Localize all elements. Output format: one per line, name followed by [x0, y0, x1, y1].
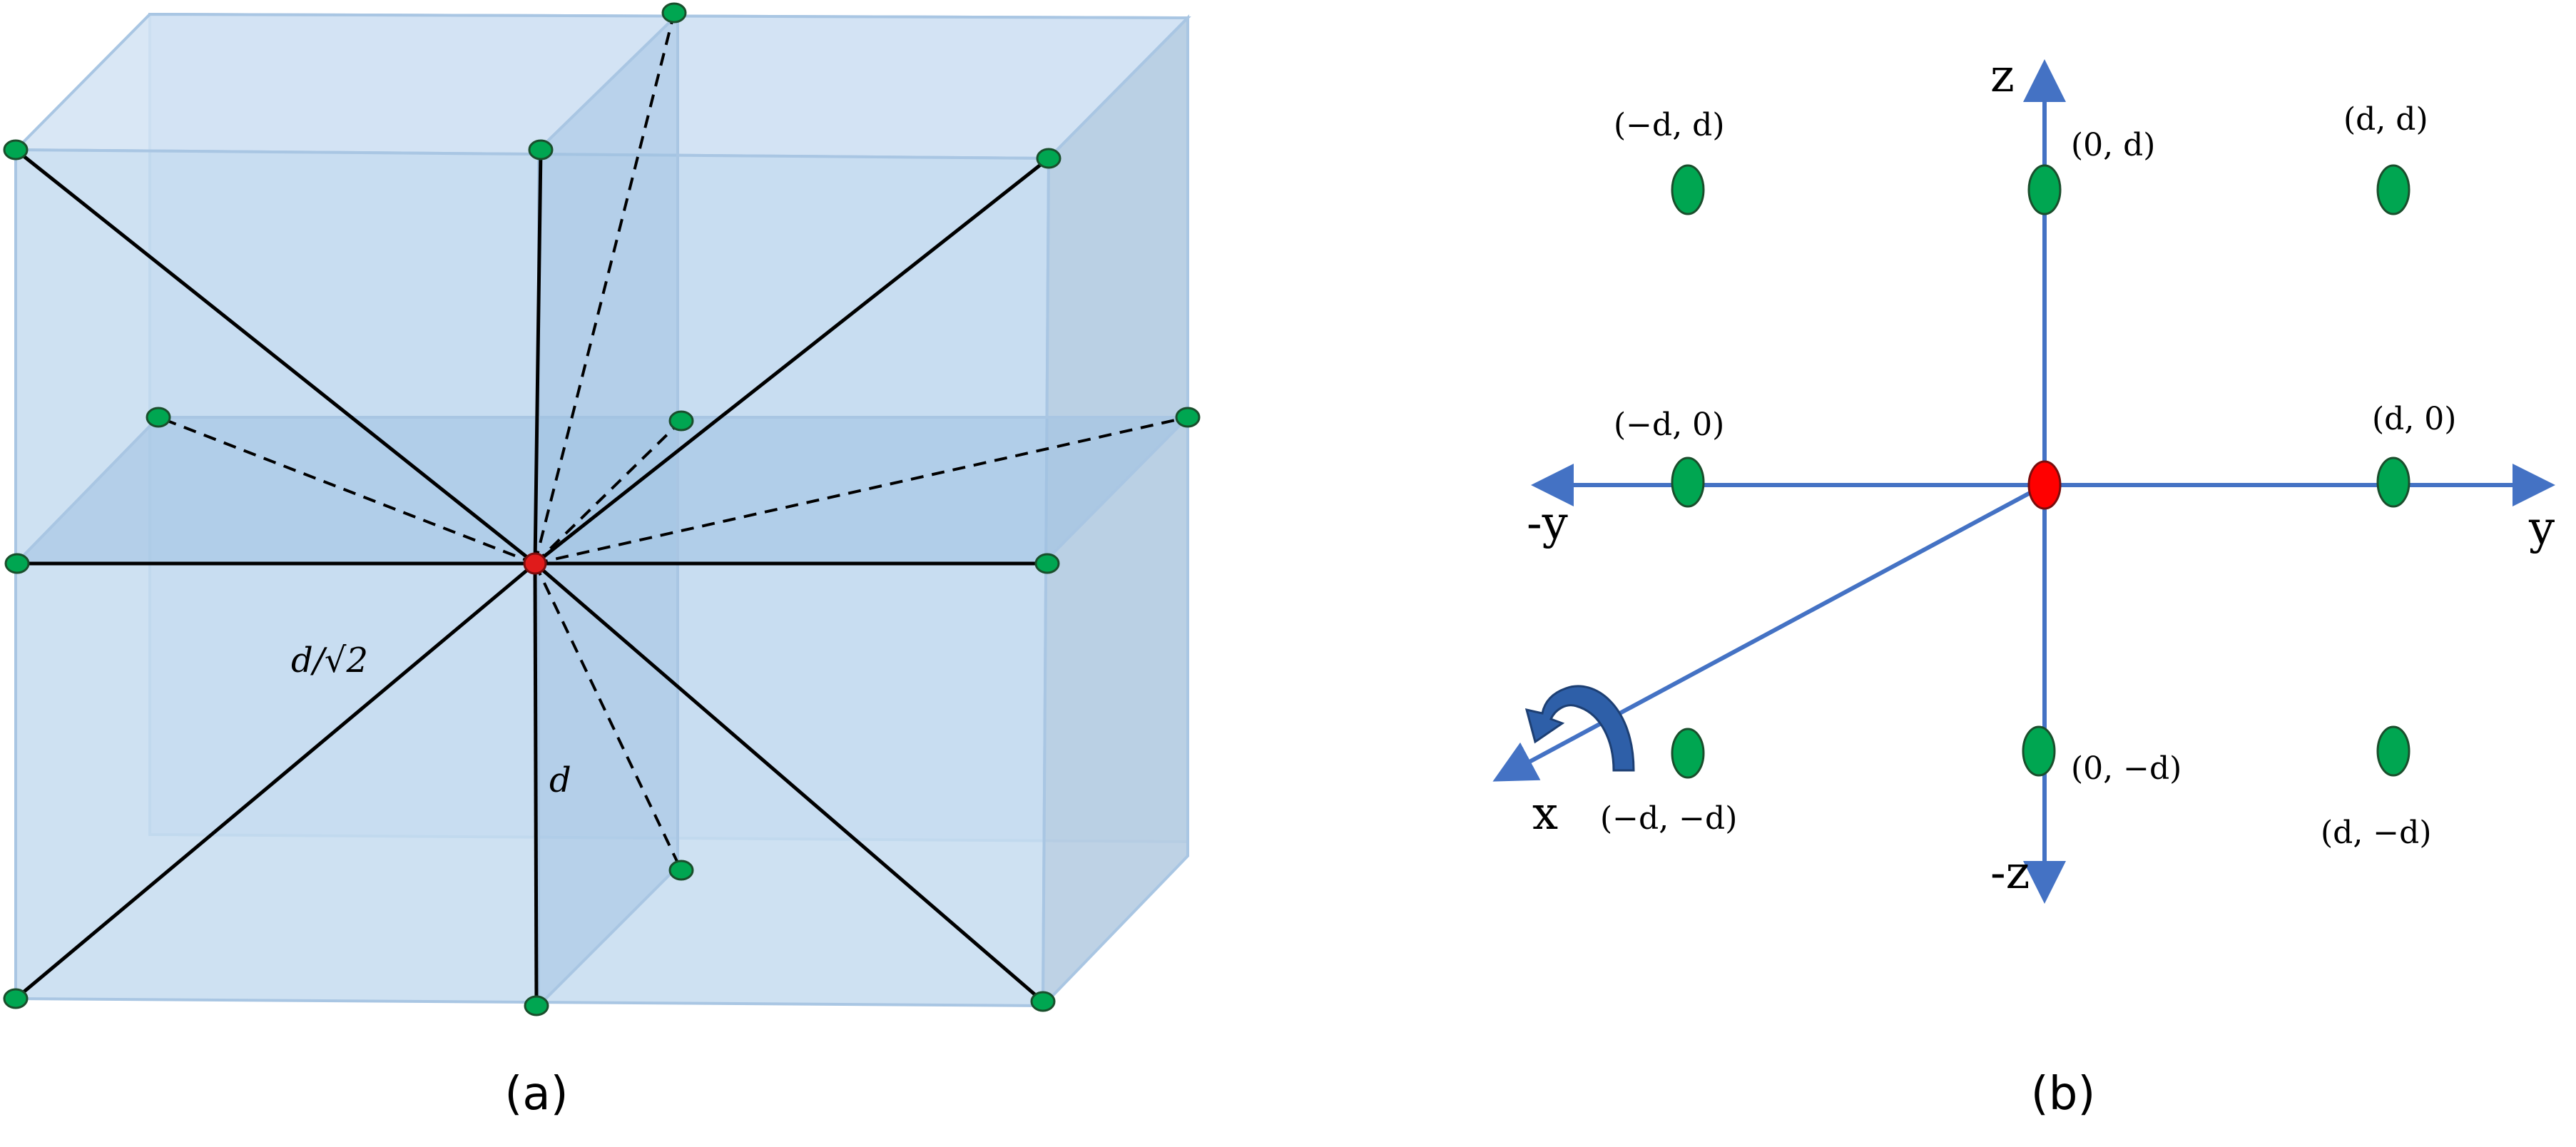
axis-label-y: y — [2528, 502, 2555, 555]
vertical-midplane — [537, 11, 679, 1009]
dashed-bonds — [158, 12, 1188, 871]
node-front-top-center — [528, 139, 554, 160]
caption-b: (b) — [2031, 1068, 2096, 1121]
point-0-d — [2027, 164, 2062, 215]
label-point-d-d: (d, d) — [2343, 101, 2428, 138]
bond-bottom-left — [14, 562, 536, 1000]
axis-label-neg-z: -z — [1990, 847, 2030, 899]
node-front-bottom-left — [3, 988, 29, 1009]
rotation-arrow-icon — [1524, 685, 1635, 772]
panel-b: (−d, d) (0, d) (d, d) (−d, 0) (d, 0) (−d… — [1492, 50, 2555, 1121]
node-back-top — [661, 2, 687, 24]
dashed-bond-back-top — [534, 12, 676, 564]
point-d-md — [2376, 725, 2410, 777]
point-d-0 — [2376, 457, 2410, 508]
axis-x — [1492, 483, 2046, 782]
point-md-0 — [1671, 457, 1705, 508]
node-front-top-right — [1036, 148, 1062, 169]
bond-bottom — [533, 563, 539, 1006]
bond-top-right — [534, 157, 1050, 565]
label-point-0-md: (0, −d) — [2071, 750, 2182, 787]
node-back-bottom — [668, 860, 694, 881]
point-md-d — [1671, 164, 1705, 215]
label-diagonal: d/√2 — [291, 641, 368, 680]
label-point-d-0: (d, 0) — [2372, 401, 2456, 437]
axis-labels: z -z y -y x — [1527, 50, 2555, 899]
label-point-md-md: (−d, −d) — [1600, 800, 1737, 837]
dashed-bond-back-bottom — [534, 563, 683, 871]
label-point-md-d: (−d, d) — [1614, 107, 1725, 143]
point-0-md — [2022, 725, 2056, 777]
axes — [1492, 59, 2555, 904]
label-point-d-md: (d, −d) — [2321, 815, 2432, 851]
bond-bottom-right — [534, 562, 1044, 1003]
axis-label-neg-y: -y — [1527, 497, 1568, 550]
origin-point — [2027, 460, 2062, 510]
label-point-md-0: (−d, 0) — [1614, 407, 1724, 443]
node-front-bottom-right — [1030, 991, 1056, 1012]
label-point-0-d: (0, d) — [2071, 127, 2155, 163]
panel-a: d/√2 d (a) — [3, 2, 1201, 1121]
node-front-right — [1034, 553, 1060, 574]
point-md-md — [1671, 728, 1705, 779]
axis-label-z: z — [1990, 50, 2015, 103]
node-front-bottom-center — [524, 995, 549, 1016]
bond-top-left — [14, 148, 536, 565]
point-d-d — [2376, 164, 2410, 215]
center-node — [523, 552, 547, 575]
cube-right-face — [1041, 14, 1189, 1009]
node-front-left — [4, 553, 30, 574]
node-back-center — [668, 410, 694, 432]
bond-top — [533, 149, 543, 564]
node-front-top-left — [3, 139, 29, 160]
dashed-bond-back-right — [534, 416, 1188, 565]
label-vertical: d — [549, 760, 571, 800]
dashed-bond-back-left — [158, 416, 536, 565]
lattice-nodes — [3, 2, 1201, 1016]
cube-front-face — [14, 148, 1051, 1008]
lattice-points — [1671, 164, 2410, 779]
node-back-left — [146, 407, 171, 428]
solid-bonds — [14, 148, 1050, 1006]
dashed-bond-back-center — [534, 419, 683, 565]
axis-label-x: x — [1532, 787, 1558, 840]
node-back-right — [1175, 407, 1201, 428]
point-labels: (−d, d) (0, d) (d, d) (−d, 0) (d, 0) (−d… — [1600, 101, 2456, 851]
caption-a: (a) — [504, 1068, 568, 1121]
